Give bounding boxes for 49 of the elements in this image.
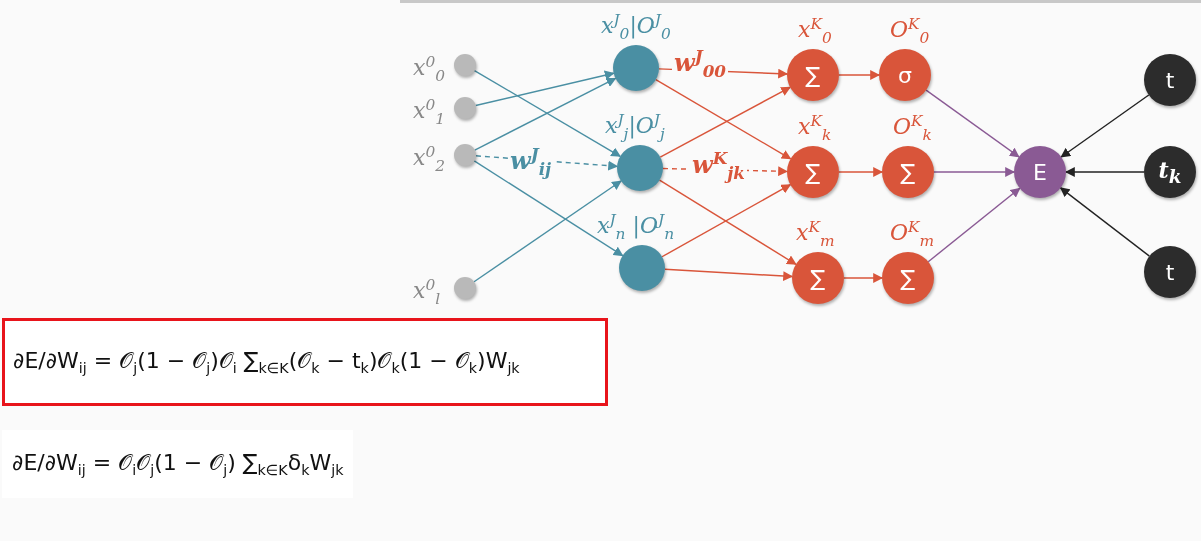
node-label: ∑	[805, 159, 821, 185]
arrow	[473, 180, 622, 283]
neuron-circle	[882, 252, 934, 304]
neuron-circle	[1144, 146, 1196, 198]
neuron-circle	[787, 146, 839, 198]
node-label: ∑	[900, 265, 916, 291]
neuron-circle	[619, 245, 665, 291]
neuron-circle	[882, 146, 934, 198]
arrow	[838, 167, 883, 177]
arrow	[473, 160, 624, 257]
neuron-circle	[1144, 54, 1196, 106]
arrow	[925, 89, 1020, 158]
node-label: t	[1165, 67, 1175, 93]
node-label: σ	[898, 62, 912, 88]
arrow	[838, 70, 880, 80]
neuron-circle	[1014, 146, 1066, 198]
node-label: t$_{k}$	[1158, 156, 1182, 188]
neuron-circle	[454, 144, 476, 166]
arrow	[474, 77, 617, 151]
neuron-circle	[617, 145, 663, 191]
arrow	[664, 268, 793, 281]
arrow	[1059, 187, 1151, 257]
neuron-circle	[792, 252, 844, 304]
node-label: t	[1165, 259, 1175, 285]
arrow	[659, 86, 791, 158]
node-label: ∑	[900, 159, 916, 185]
arrow	[927, 187, 1021, 263]
node-label: ∑	[805, 62, 821, 88]
neuron-circle	[454, 97, 476, 119]
arrow	[473, 69, 621, 158]
neuron-circle	[454, 54, 476, 76]
neuron-circle	[613, 45, 659, 91]
arrow	[1060, 94, 1150, 158]
node-label: E	[1033, 159, 1047, 185]
neuron-circle	[879, 49, 931, 101]
arrow	[843, 273, 883, 283]
formula: ∂E/∂W$_{ij}$ = 𝒪$_{j}$(1 − 𝒪$_{j}$)𝒪$_{i}$ ∑$_{k∈K}$(𝒪$_{k}$ − t$_{k}$)𝒪$_{k}$(1 − 𝒪$_{k}$)W$_{jk}$	[13, 347, 520, 377]
arrow	[655, 78, 792, 160]
neuron-circle	[787, 49, 839, 101]
arrow	[658, 179, 797, 266]
arrow	[1065, 167, 1145, 177]
arrow	[475, 70, 615, 107]
arrow	[933, 167, 1015, 177]
neuron-circle	[454, 277, 476, 299]
formula: ∂E/∂W$_{ij}$ = 𝒪$_{i}$𝒪$_{j}$(1 − 𝒪$_{j}$) ∑$_{k∈K}$δ$_{k}$W$_{jk}$	[2, 430, 354, 499]
node-label: ∑	[810, 265, 826, 291]
neuron-circle	[1144, 246, 1196, 298]
highlight-frame	[2, 318, 608, 406]
arrow	[661, 184, 792, 258]
